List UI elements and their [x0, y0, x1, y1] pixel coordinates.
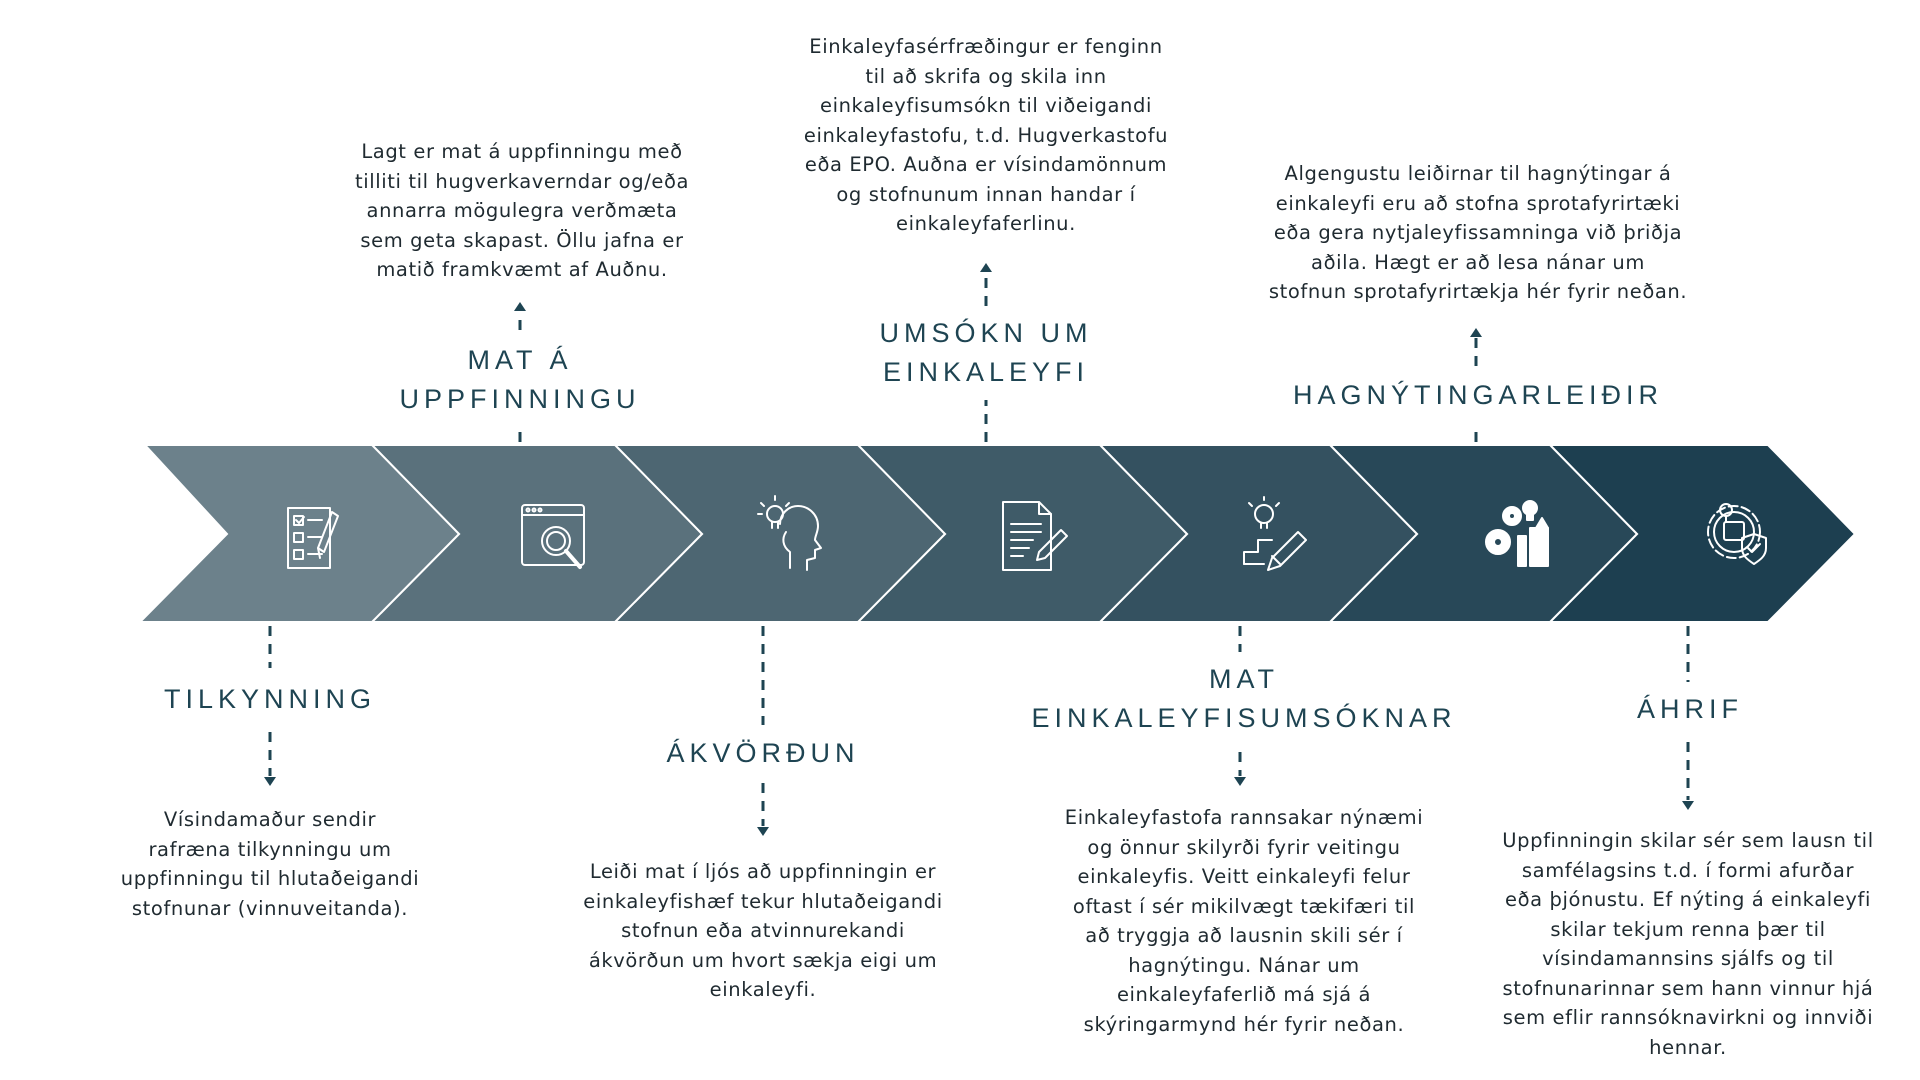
- arrowhead-down: [264, 777, 276, 786]
- stage-title-ahrif: ÁHRIF: [1637, 694, 1743, 724]
- arrowhead-up: [980, 263, 992, 272]
- browser-magnifier-icon: [521, 504, 585, 569]
- stage-title-mat-a-uppfinningu: MAT Á UPPFINNINGU: [399, 345, 641, 414]
- stage-description-hagnytingarleidir: Algengustu leiðirnar til hagnýtingar á e…: [1268, 162, 1688, 303]
- stage-title-akvordun: ÁKVÖRÐUN: [666, 738, 860, 768]
- connectors: [268, 273, 1690, 826]
- document-pen-icon: [1002, 501, 1068, 571]
- arrowhead-down: [757, 827, 769, 836]
- arrowhead-down: [1682, 801, 1694, 810]
- stage-description-ahrif: Uppfinningin skilar sér sem lausn til sa…: [1502, 829, 1874, 1059]
- stage-title-mat-einkaleyfisumsoknar: MAT EINKALEYFISUMSÓKNAR: [1031, 664, 1457, 733]
- stage-title-umsokn-um-einkaleyfi: UMSÓKN UM EINKALEYFI: [879, 318, 1093, 387]
- arrowhead-up: [514, 302, 526, 311]
- arrowhead-up: [1470, 328, 1482, 337]
- stage-description-akvordun: Leiði mat í ljós að uppfinningin er eink…: [583, 860, 943, 1001]
- idea-pencil-stairs-icon: [1243, 496, 1307, 571]
- stage-description-umsokn-um-einkaleyfi: Einkaleyfasérfræðingur er fenginn til að…: [803, 35, 1169, 235]
- gear-shield-icon: [1707, 503, 1767, 565]
- stage-description-mat-einkaleyfisumsoknar: Einkaleyfastofa rannsakar nýnæmi og önnu…: [1064, 806, 1424, 1036]
- arrowhead-down: [1234, 777, 1246, 786]
- icons: [287, 495, 1767, 571]
- checklist-icon: [287, 507, 339, 569]
- chevron-band: [137, 444, 1857, 623]
- connector-arrowheads: [264, 263, 1694, 836]
- stage-description-tilkynning: Vísindamaður sendir rafræna tilkynningu …: [120, 808, 420, 920]
- head-lightbulb-icon: [757, 495, 822, 571]
- stage-description-mat-a-uppfinningu: Lagt er mat á uppfinningu með tilliti ti…: [354, 140, 690, 281]
- stage-title-tilkynning: TILKYNNING: [163, 684, 377, 714]
- gears-lightbulb-icon: [1485, 500, 1549, 567]
- stage-title-hagnytingarleidir: HAGNÝTINGARLEIÐIR: [1292, 380, 1664, 410]
